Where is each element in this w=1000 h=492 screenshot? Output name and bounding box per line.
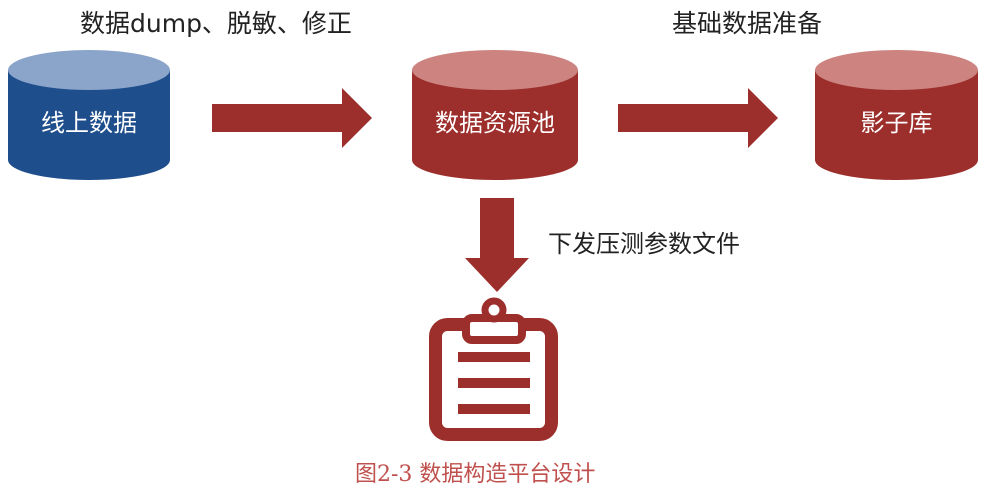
clipboard-clip-ring	[481, 297, 507, 323]
clipboard-line	[458, 378, 530, 388]
online-data-cylinder-top	[8, 50, 170, 90]
online-data-cylinder: 线上数据	[8, 50, 170, 180]
shadow-db-cylinder-top	[815, 50, 978, 90]
data-pool-cylinder-top	[412, 50, 578, 90]
online-data-label: 线上数据	[41, 109, 137, 137]
figure-caption: 图2-3 数据构造平台设计	[355, 462, 595, 487]
shadow-db-cylinder-body	[815, 70, 978, 180]
data-pool-cylinder: 数据资源池	[412, 50, 578, 180]
shadow-db-cylinder: 影子库	[815, 50, 978, 180]
arrow-pool-to-shadow	[618, 88, 778, 148]
shadow-db-label: 影子库	[861, 109, 933, 137]
arrow-online-to-pool	[212, 88, 372, 148]
issue-test-params-label: 下发压测参数文件	[548, 230, 740, 258]
data-pool-cylinder-body	[412, 70, 578, 180]
data-pool-label: 数据资源池	[435, 109, 555, 137]
online-data-cylinder-body	[8, 70, 170, 180]
arrow-pool-to-file	[465, 198, 529, 292]
base-data-prep-label: 基础数据准备	[672, 9, 822, 38]
clipboard-line	[458, 352, 530, 362]
clipboard-icon	[429, 297, 558, 441]
dump-desensitize-fix-label: 数据dump、脱敏、修正	[80, 9, 352, 38]
clipboard-line	[458, 404, 530, 414]
